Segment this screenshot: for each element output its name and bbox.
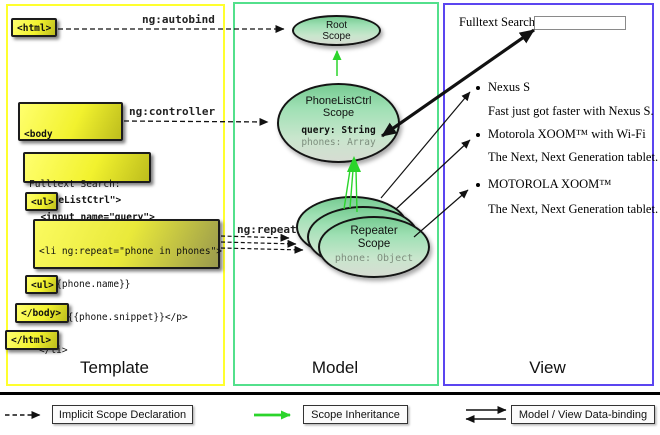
phone-desc: Fast just got faster with Nexus S. — [488, 104, 654, 118]
view-column — [443, 3, 654, 386]
model-column-title: Model — [311, 358, 359, 377]
scope-name: Repeater — [350, 225, 398, 237]
ng-controller-label: ng:controller — [129, 105, 216, 118]
legend-label: Model / View Data-binding — [518, 408, 648, 421]
phone-title: MOTOROLA XOOM™ — [488, 177, 612, 191]
ul-close-tag-box: <ul> — [25, 275, 58, 294]
code-line: Fulltext Search: — [29, 179, 121, 190]
fulltext-search-label: Fulltext Search: — [459, 15, 539, 29]
ng-autobind-label: ng:autobind — [142, 13, 215, 26]
scope-name: Scope — [357, 237, 391, 250]
phone-desc: The Next, Next Generation tablet. — [488, 150, 659, 164]
phone-desc: The Next, Next Generation tablet. — [488, 202, 659, 216]
bullet-icon — [476, 133, 480, 137]
bullet-icon — [476, 183, 480, 187]
fulltext-search-input[interactable] — [534, 16, 626, 30]
li-repeat-code-box: <li ng:repeat="phone in phones"> {{phone… — [33, 219, 223, 356]
template-column-title: Template — [80, 358, 149, 377]
phone-title: Nexus S — [488, 80, 531, 94]
code-line: <body — [24, 129, 53, 140]
scope-prop-phones: phones: Array — [301, 136, 376, 148]
legend-scope-inheritance: Scope Inheritance — [303, 405, 408, 424]
repeater-scope-ellipse: Repeater Scope phone: Object — [318, 216, 430, 278]
fulltext-search-code-box: Fulltext Search: <input name="query"> — [23, 152, 155, 223]
scope-name: Root — [325, 20, 348, 31]
legend-implicit-scope-declaration: Implicit Scope Declaration — [52, 405, 193, 424]
phone-title: Motorola XOOM™ with Wi-Fi — [488, 127, 646, 141]
scope-name: Scope — [322, 31, 351, 42]
ul-open-tag-box: <ul> — [25, 192, 58, 211]
phonelistctrl-scope-ellipse: PhoneListCtrl Scope query: String phones… — [277, 83, 400, 163]
html-open-tag-box: <html> — [11, 18, 57, 37]
code-line: <p>{{phone.snippet}}</p> — [39, 312, 188, 323]
root-scope-ellipse: Root Scope — [292, 15, 381, 46]
scope-prop-query: query: String — [301, 125, 376, 136]
bullet-icon — [476, 86, 480, 90]
scope-name: Scope — [322, 107, 355, 119]
code-line: </li> — [39, 345, 68, 356]
code-line: <input name="query"> — [29, 212, 155, 223]
code-line: {{phone.name}} — [39, 279, 131, 290]
body-open-tag-box: <body ng:controller= "PhoneListCtrl"> — [18, 102, 123, 206]
code-line: <li ng:repeat="phone in phones"> — [39, 246, 223, 257]
scope-prop-phone: phone: Object — [334, 253, 414, 264]
ng-repeat-label: ng:repeat — [237, 223, 297, 236]
code-line: "PhoneListCtrl"> — [24, 195, 122, 206]
legend-label: Implicit Scope Declaration — [58, 408, 187, 421]
legend-label: Scope Inheritance — [311, 408, 400, 421]
body-close-tag-box: </body> — [15, 303, 69, 323]
model-column — [233, 2, 439, 386]
view-column-title: View — [529, 358, 566, 377]
legend-model-view-data-binding: Model / View Data-binding — [511, 405, 655, 424]
html-close-tag-box: </html> — [5, 330, 59, 350]
scope-name: PhoneListCtrl — [305, 95, 372, 107]
